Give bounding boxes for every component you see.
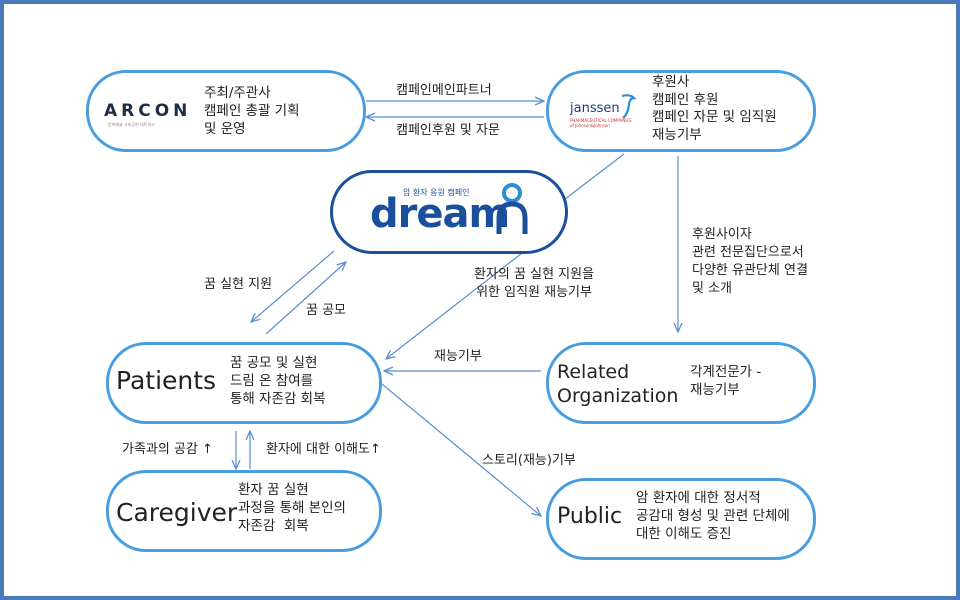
patients-description: 꿈 공모 및 실현 드림 온 참여를 통해 자존감 회복	[230, 355, 326, 407]
related-description: 각계전문가 - 재능기부	[690, 364, 762, 398]
label-patient-understanding: 환자에 대한 이해도↑	[266, 442, 381, 457]
janssen-swoosh-icon	[621, 94, 637, 119]
label-sponsor-advice: 캠페인후원 및 자문	[396, 123, 500, 138]
label-dream-support: 꿈 실현 지원	[204, 277, 273, 292]
caregiver-title: Caregiver	[116, 498, 238, 527]
arcon-logo-tagline: 문화예술 사회공헌 네트워크	[108, 122, 155, 127]
dream-logo-text: dream	[370, 191, 510, 237]
dream-on-figure-icon	[496, 183, 528, 234]
related-title: Related Organization	[557, 361, 679, 407]
janssen-description: 후원사 캠페인 후원 캠페인 자문 및 임직원 재능기부	[652, 74, 777, 143]
label-sponsor-network: 후원사이자 관련 전문집단으로서 다양한 유관단체 연결 및 소개	[692, 227, 808, 296]
arrow-dream-to-patients	[251, 250, 335, 322]
public-title: Public	[557, 504, 623, 529]
label-family-empathy: 가족과의 공감 ↑	[122, 442, 213, 457]
label-story-donation: 스토리(재능)기부	[482, 453, 576, 468]
node-dream-on	[330, 170, 568, 254]
node-janssen	[546, 70, 816, 152]
arcon-logo: ARCON	[104, 101, 191, 121]
label-employee-talent: 환자의 꿈 실현 지원을 위한 임직원 재능기부	[474, 267, 595, 300]
node-arcon	[86, 70, 366, 152]
node-caregiver	[106, 470, 382, 552]
janssen-logo-tagline: PHARMACEUTICAL COMPANIES of Johnson&John…	[570, 118, 632, 128]
dream-tagline: 암 환자 응원 캠페인	[403, 188, 470, 197]
public-description: 암 환자에 대한 정서적 공감대 형성 및 관련 단체에 대한 이해도 증진	[636, 490, 790, 542]
janssen-logo: janssen	[570, 101, 620, 116]
patients-title: Patients	[116, 366, 217, 395]
caregiver-description: 환자 꿈 실현 과정을 통해 본인의 자존감 회복	[238, 482, 346, 534]
arrow-patients-to-public	[381, 383, 541, 516]
arcon-description: 주최/주관사 캠페인 총괄 기획 및 운영	[204, 85, 300, 137]
label-dream-apply: 꿈 공모	[306, 303, 347, 318]
janssen-logo-text: janssen	[570, 101, 620, 116]
node-patients	[106, 342, 382, 424]
node-public	[546, 478, 816, 560]
arrow-patients-to-dream	[265, 262, 346, 335]
node-related-organization	[546, 342, 816, 424]
label-main-partner: 캠페인메인파트너	[396, 83, 492, 98]
label-talent-donation: 재능기부	[434, 349, 482, 364]
arcon-logo-text: ARCON	[104, 101, 192, 121]
